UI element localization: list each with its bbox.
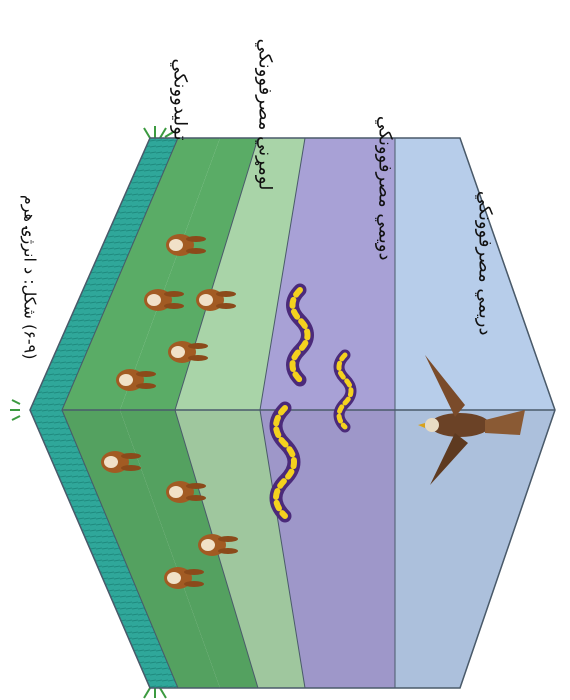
producers-label: تولیدوونکي — [170, 0, 191, 141]
tertiary-consumers-label: دریمي مصرفوونکي — [475, 136, 496, 336]
secondary-consumers-label: دویمي مصرفوونکي — [375, 61, 396, 261]
primary-consumers-label: لومړني مصرفوونکي — [255, 0, 276, 191]
figure-caption: (۶-۹) شکل: د انرژۍ هرم — [21, 160, 40, 360]
